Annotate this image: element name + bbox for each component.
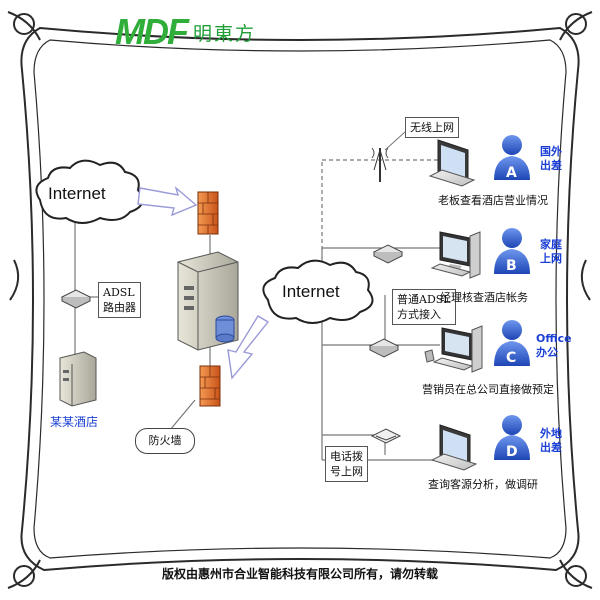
- firewall-label: 防火墙: [135, 428, 195, 454]
- person-a-letter: A: [506, 165, 517, 181]
- caption-d: 查询客源分析，做调研: [428, 478, 538, 491]
- wireless-label: 无线上网: [405, 117, 459, 138]
- hotel-server-icon: [59, 351, 97, 407]
- person-b-letter: B: [506, 258, 517, 274]
- logo-mark: MDF: [115, 11, 189, 52]
- tag-d: 外地 出差: [540, 427, 562, 454]
- adsl-access-label: 普通ADSL 方式接入: [392, 289, 456, 325]
- tag-b: 家庭 上网: [540, 238, 562, 265]
- person-c-letter: C: [506, 350, 517, 366]
- company-logo: MDF 明東方: [115, 10, 256, 54]
- caption-a: 老板查看酒店营业情况: [438, 194, 548, 207]
- person-c-icon: [494, 320, 530, 366]
- copyright-footer: 版权由惠州市合业智能科技有限公司所有，请勿转载: [161, 567, 438, 581]
- adsl-router-icon: [60, 289, 92, 309]
- caption-b: 经理核查酒店帐务: [440, 291, 528, 304]
- internet-cloud-center: [262, 259, 374, 324]
- flow-arrow-lower: [227, 315, 270, 380]
- decorative-frame: [7, 11, 593, 589]
- laptop-d-icon: [430, 424, 478, 471]
- firewall-bottom-icon: [199, 365, 221, 407]
- caption-c: 营销员在总公司直接做预定: [422, 383, 554, 396]
- person-a-icon: [494, 135, 530, 180]
- firewall-top-icon: [197, 191, 219, 235]
- internet-label-center: Internet: [282, 282, 340, 301]
- modem-b-icon: [372, 244, 404, 264]
- laptop-a-icon: [428, 139, 476, 187]
- flow-arrow-upper: [137, 185, 198, 217]
- central-server-icon: [177, 251, 239, 351]
- desktop-c-icon: [424, 325, 483, 373]
- desktop-b-icon: [430, 231, 481, 279]
- person-d-letter: D: [506, 444, 518, 460]
- hotel-label: 某某酒店: [50, 415, 99, 429]
- person-b-icon: [494, 228, 530, 274]
- tag-a: 国外 出差: [540, 145, 562, 172]
- tag-c: Office 办公: [536, 332, 572, 359]
- person-d-icon: [494, 415, 530, 460]
- dialup-modem-icon: [370, 428, 402, 444]
- wireless-antenna-icon: [371, 147, 389, 182]
- wireless-tag-line: [384, 131, 406, 151]
- internet-cloud-left: [35, 159, 144, 224]
- modem-c-icon: [368, 338, 400, 358]
- adsl-router-label: ADSL 路由器: [98, 282, 141, 318]
- dialup-label: 电话拨 号上网: [325, 446, 368, 482]
- logo-name: 明東方: [192, 22, 256, 45]
- internet-label-left: Internet: [48, 184, 106, 203]
